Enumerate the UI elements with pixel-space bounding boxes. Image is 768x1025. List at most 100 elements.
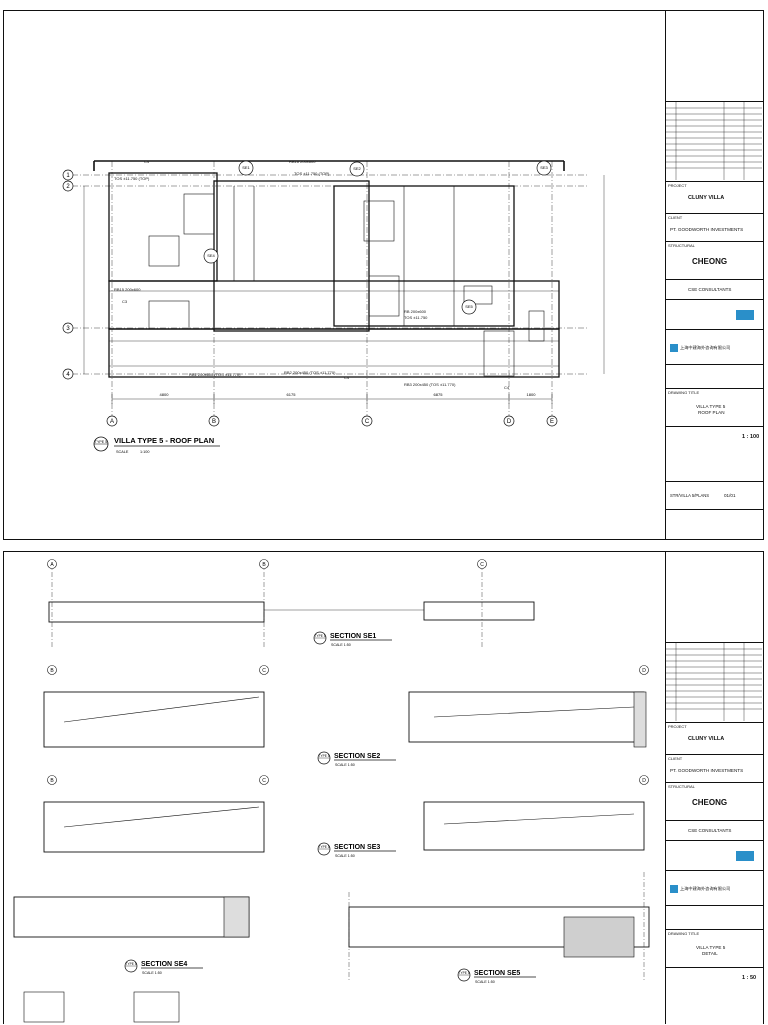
title-block: PROJECT CLUNY VILLA CLIENT PT. GOODWORTH… [665, 11, 763, 539]
plan-title-block: TYPE 5 VILLA TYPE 5 - ROOF PLAN SCALE 1:… [93, 436, 220, 454]
grid-row-bubble: 4 [62, 368, 74, 380]
company-logo-icon [736, 851, 754, 861]
svg-text:C: C [480, 562, 484, 568]
revision-notes-cell [666, 552, 763, 642]
grid-col-bubble: C [477, 559, 487, 569]
blank-cell [666, 364, 763, 388]
drawing-title-a: VILLA TYPE 5 [696, 945, 726, 950]
beam-note: RB15 200x600 [114, 287, 141, 292]
section-marker: SE4 [203, 248, 219, 264]
client-name: PT. GOODWORTH INVESTMENTS [670, 227, 744, 232]
drawing-title-cell: DRAWING TITLE VILLA TYPE 5 DETAIL [666, 929, 763, 967]
beam-note: RB 200x600 [404, 309, 427, 314]
grid-col-bubble: B [208, 415, 220, 427]
beam-note: TOS ±11.750 (TOP) [294, 171, 330, 176]
svg-text:C: C [262, 668, 266, 674]
svg-text:E: E [550, 419, 554, 425]
project-name: CLUNY VILLA [688, 736, 725, 742]
section-scale: SCALE 1:50 [142, 971, 162, 975]
client-cell: CLIENT PT. GOODWORTH INVESTMENTS [666, 213, 763, 241]
beam-note: TOS ±11.750 (TOP) [114, 176, 150, 181]
beam-note: RB2 200x450 (TOS ±11.770) [284, 370, 336, 375]
svg-text:TYPE 5: TYPE 5 [319, 754, 330, 758]
grid-col-bubble: B [47, 665, 57, 675]
project-cell: PROJECT CLUNY VILLA [666, 722, 763, 754]
project-cell: PROJECT CLUNY VILLA [666, 181, 763, 213]
svg-text:TYPE 5: TYPE 5 [319, 845, 330, 849]
section-marker: SE3 [536, 160, 552, 176]
section-title: SECTION SE2 [334, 753, 380, 760]
beam-note: RB16 200x600 [289, 159, 316, 164]
section-markers: SE1 SE2 SE3 SE4 SE5 [203, 160, 552, 315]
drawing-scale: 1 : 100 [742, 434, 760, 440]
sections-drawing: A B C B C D B C D TYPE 5 SECTION SE1 SCA… [13, 559, 650, 1023]
engineer-logo: CHEONG [692, 257, 728, 266]
svg-text:SE5: SE5 [465, 304, 473, 309]
blank-cell [666, 905, 763, 929]
grid-col-markers: A B C D E [106, 415, 558, 427]
section-title: SECTION SE3 [334, 844, 380, 851]
svg-text:SE2: SE2 [353, 166, 361, 171]
svg-text:D: D [642, 778, 646, 784]
drawing-title-a: VILLA TYPE 5 [696, 404, 726, 409]
svg-text:B: B [262, 562, 266, 568]
logo-cell [666, 840, 763, 870]
project-name: CLUNY VILLA [688, 195, 725, 201]
section-scale: SCALE 1:50 [335, 763, 355, 767]
engineer-cell: STRUCTURAL CHEONG [666, 782, 763, 820]
grid-col-bubble: C [259, 775, 269, 785]
drawing-sheet-roof-plan: 1 2 3 4 A B C D E SE1 SE2 SE3 SE4 SE5 RB… [3, 10, 764, 540]
company-logo-icon [736, 310, 754, 320]
engineer-logo: CHEONG [692, 798, 728, 807]
scale-cell: 1 : 50 [666, 967, 763, 1025]
svg-text:4: 4 [66, 372, 70, 378]
company-logo-icon [670, 344, 678, 352]
chinese-company-cell: 上海中建海外咨询有限公司 [666, 329, 763, 364]
drawing-number-cell: STR/VILLA 5/PLANS 01/01 [666, 481, 763, 509]
grid-col-bubble: B [47, 775, 57, 785]
svg-text:B: B [212, 419, 216, 425]
grid-col-bubble: C [361, 415, 373, 427]
beam-note: RB1 200x600 (TOS ±11.770) [189, 372, 241, 377]
revision-grid [666, 643, 762, 721]
section-title-se1: TYPE 5 SECTION SE1 SCALE 1:50 [313, 631, 392, 647]
beam-note: C3 [122, 299, 128, 304]
svg-text:B: B [50, 668, 54, 674]
grid-col-bubble: C [259, 665, 269, 675]
logo-cell [666, 299, 763, 329]
chinese-company: 上海中建海外咨询有限公司 [680, 345, 731, 350]
footer-notes-cell [666, 509, 763, 539]
svg-text:TYPE 5: TYPE 5 [315, 634, 326, 638]
roof-plan-drawing: 1 2 3 4 A B C D E SE1 SE2 SE3 SE4 SE5 RB… [62, 159, 605, 454]
grid-col-bubble: A [106, 415, 118, 427]
section-title: SECTION SE4 [141, 961, 187, 968]
svg-text:1: 1 [66, 173, 70, 179]
plan-title: VILLA TYPE 5 - ROOF PLAN [114, 436, 214, 445]
svg-text:D: D [507, 419, 512, 425]
section-title-se5: TYPE 5 SECTION SE5 SCALE 1:50 [457, 968, 536, 984]
title-block: PROJECT CLUNY VILLA CLIENT PT. GOODWORTH… [665, 552, 763, 1024]
beam-note: C4 [344, 375, 350, 380]
revision-notes-cell [666, 11, 763, 101]
beam-note: C4 [144, 159, 150, 164]
section-title-se2: TYPE 5 SECTION SE2 SCALE 1:50 [317, 751, 396, 767]
dimension-label: 6175 [287, 392, 297, 397]
drawing-title-cell: DRAWING TITLE VILLA TYPE 5 ROOF PLAN [666, 388, 763, 426]
section-scale: SCALE 1:50 [331, 643, 351, 647]
consultant-name: CSE CONSULTANTS [688, 287, 732, 292]
drawing-title-b: ROOF PLAN [698, 410, 725, 415]
revision-table [666, 101, 763, 181]
grid-col-bubble: D [503, 415, 515, 427]
svg-text:SE3: SE3 [540, 165, 548, 170]
section-title: SECTION SE5 [474, 970, 520, 977]
section-marker: SE5 [461, 299, 477, 315]
scale-value: 1:100 [140, 450, 150, 454]
grid-row-markers: 1 2 3 4 [62, 169, 74, 380]
section-scale: SCALE 1:50 [335, 854, 355, 858]
grid-row-bubble: 3 [62, 322, 74, 334]
company-logo-icon [670, 885, 678, 893]
svg-text:2: 2 [66, 184, 70, 190]
grid-row-bubble: 2 [62, 180, 74, 192]
grid-col-bubble: B [259, 559, 269, 569]
svg-text:A: A [110, 419, 114, 425]
